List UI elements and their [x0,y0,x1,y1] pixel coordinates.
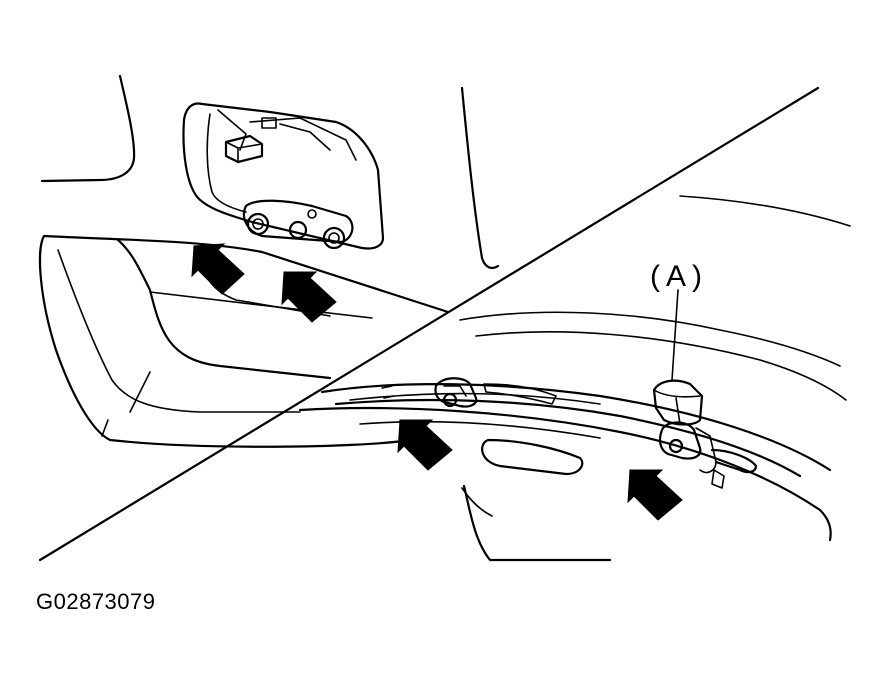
upper-left-view [38,74,500,448]
figure-id-label: G02873079 [36,589,156,614]
trim-panel [38,234,450,448]
lower-right-view [298,195,851,562]
hinge-mount-left [381,377,557,408]
arrow-lower-right-1 [397,419,453,471]
view-divider-line [38,86,820,562]
cap-part-a [652,289,704,426]
arrow-upper-left-1 [191,243,245,295]
arrow-lower-right-2 [627,469,683,521]
callout-label-a: (A) [650,260,708,293]
hinge-bracket [182,102,385,250]
arrow-upper-left-2 [281,271,337,323]
hinge-mount-right [658,421,758,489]
